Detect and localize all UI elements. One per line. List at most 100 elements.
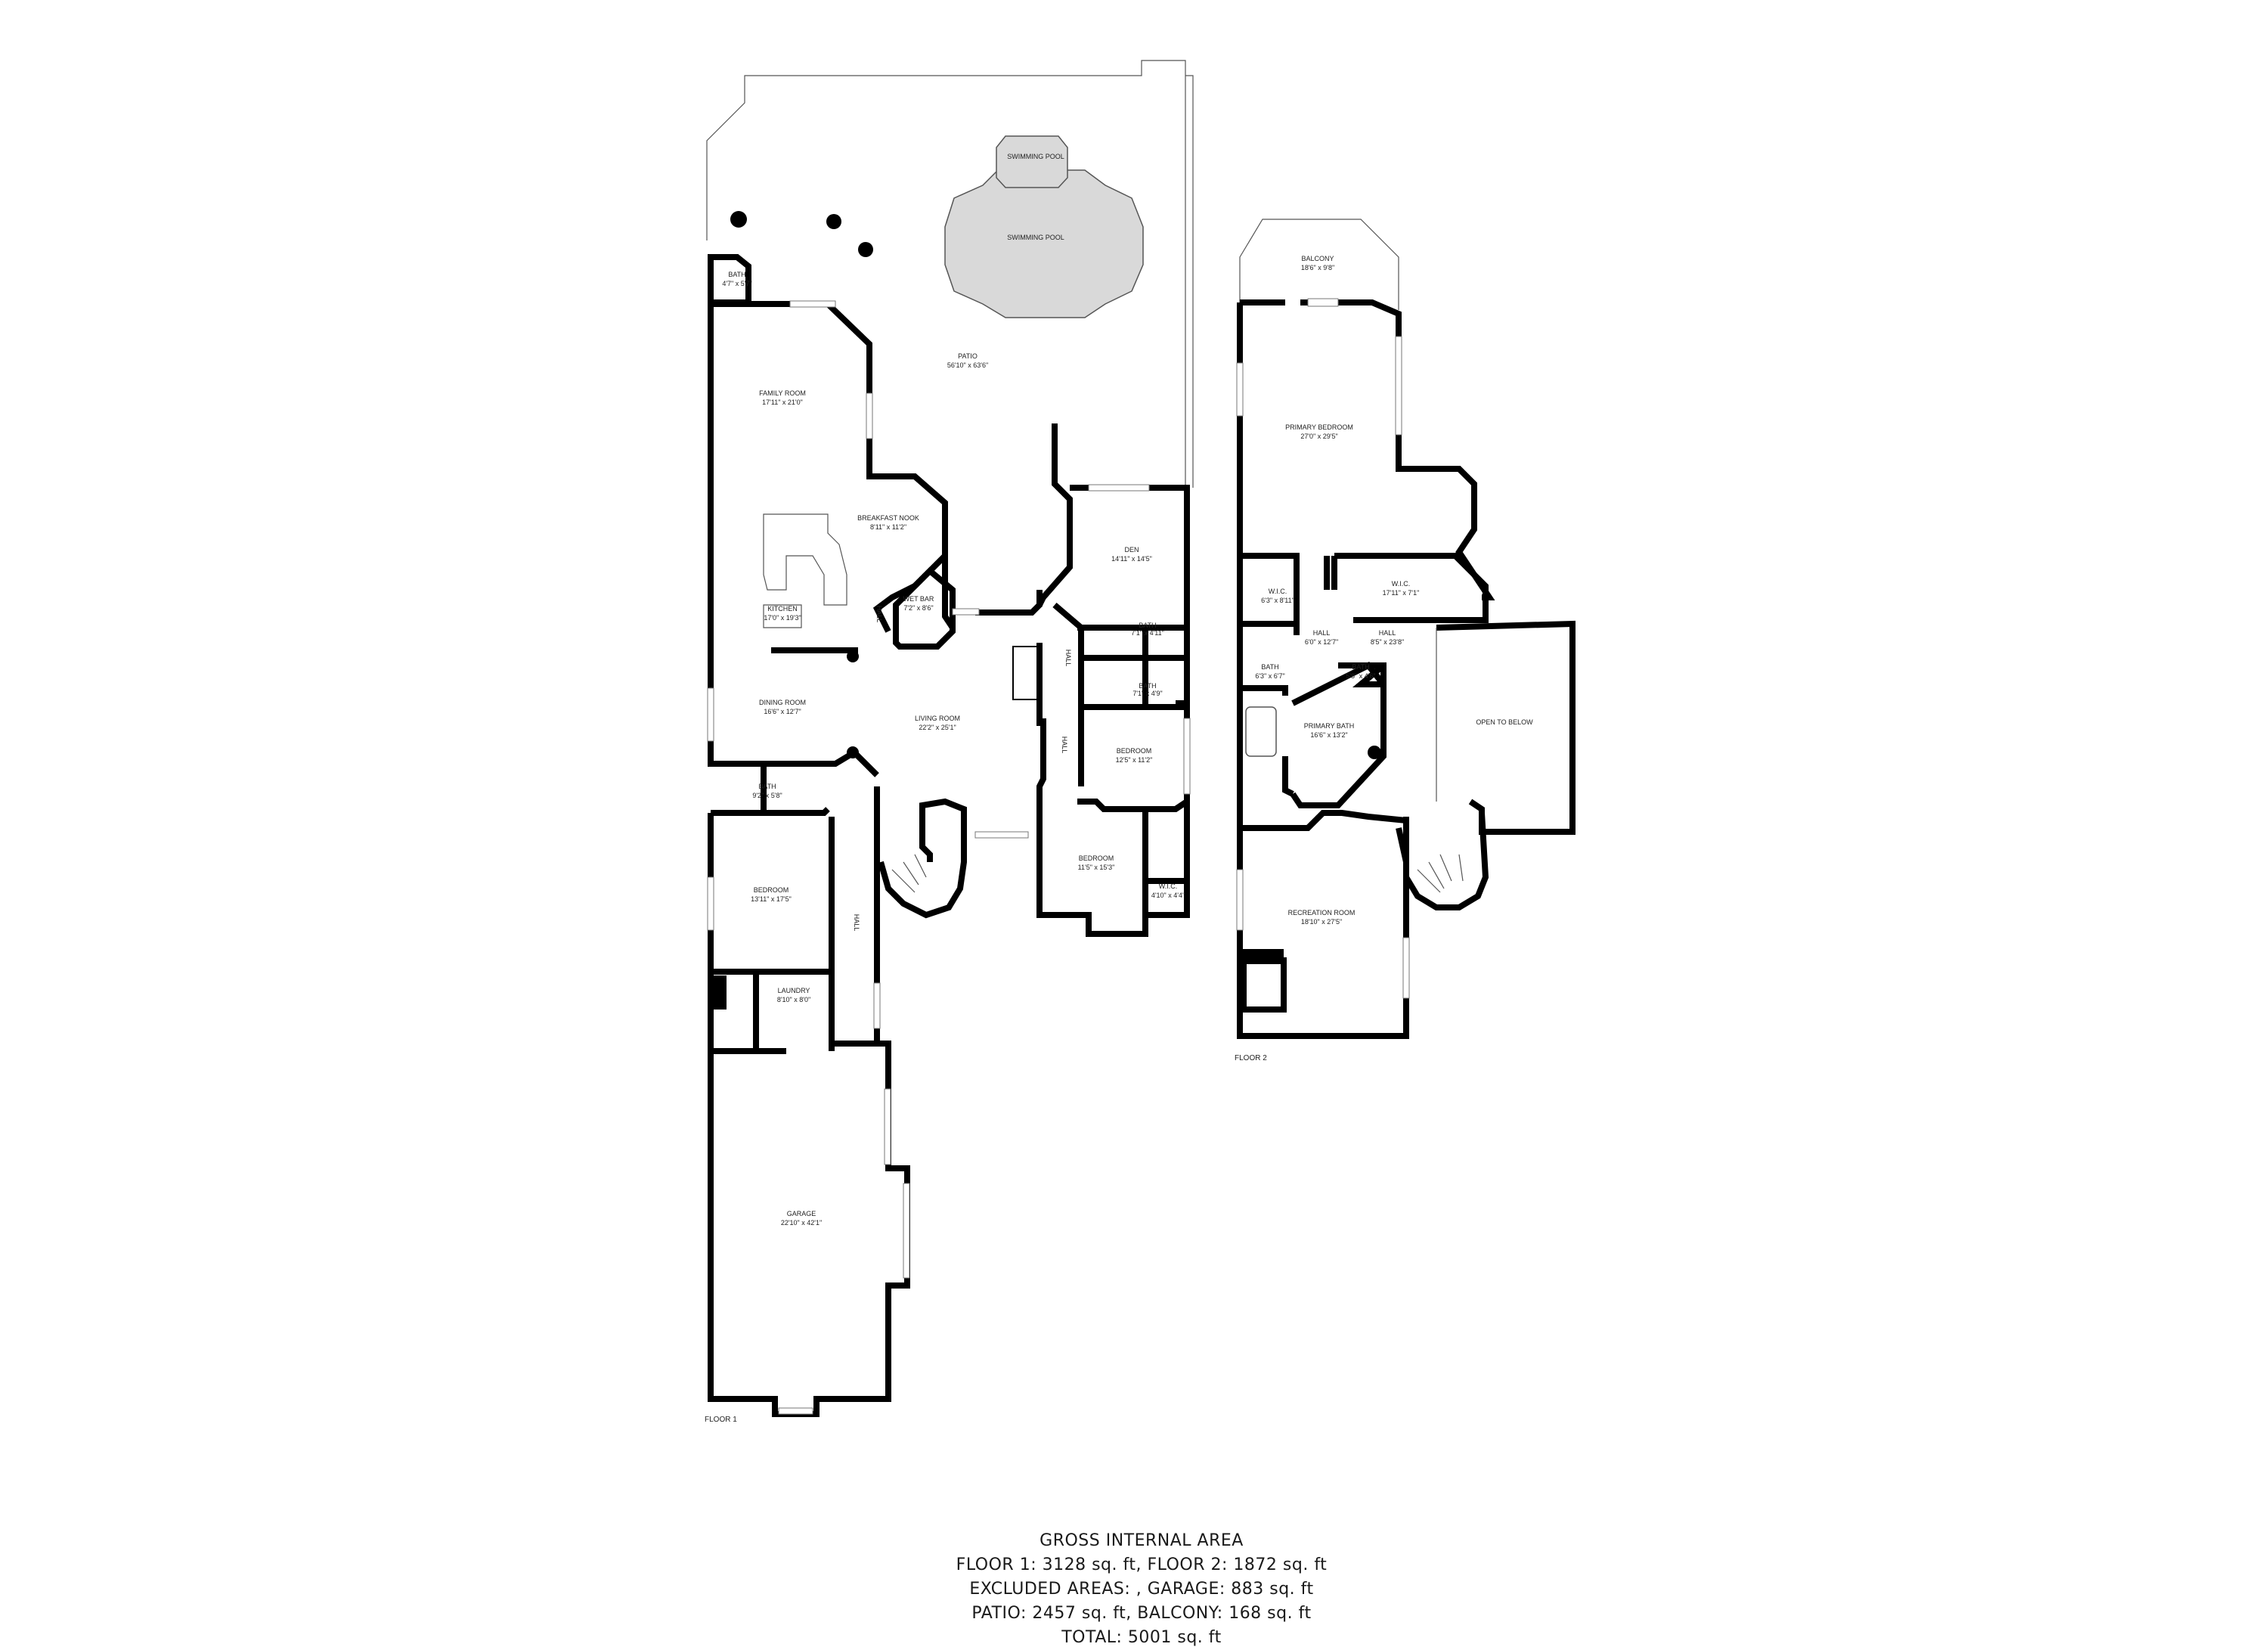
window [789, 300, 836, 308]
room-dims: 6'0" x 12'7" [1305, 638, 1338, 646]
garage-wall [708, 1041, 910, 1417]
room-name: W.I.C. [1269, 588, 1287, 595]
window [1183, 718, 1191, 795]
room-dims: 7'1" x 4'9" [1132, 690, 1162, 697]
room-dims: 27'0" x 29'5" [1300, 433, 1337, 440]
exterior-wall [1036, 423, 1073, 606]
room-name: BEDROOM [1117, 747, 1152, 755]
room-dims: 4'7" x 5'7" [722, 280, 751, 287]
room-name: BREAKFAST NOOK [857, 514, 919, 522]
room-name: BATH [1352, 663, 1369, 671]
spa [996, 135, 1068, 188]
room-name: SWIMMING POOL [1007, 153, 1064, 160]
summary-line: TOTAL: 5001 sq. ft [1061, 1628, 1222, 1647]
room-dims: 4'10" x 4'4" [1151, 892, 1185, 899]
entry-door [778, 1407, 813, 1415]
column [847, 650, 859, 662]
interior-wall [1240, 621, 1300, 696]
room-name: DEN [1124, 546, 1139, 554]
room-name: LAUNDRY [778, 987, 810, 994]
room-name: GARAGE [787, 1210, 816, 1217]
room-name: PRIMARY BATH [1304, 722, 1355, 730]
garage-window [884, 1088, 891, 1165]
room-dims: 11'5" x 15'3" [1078, 864, 1115, 871]
room-dims: 56'10" x 63'6" [947, 361, 988, 369]
room-name: BALCONY [1301, 255, 1334, 262]
interior-wall [711, 748, 879, 777]
interior-wall [1240, 553, 1330, 624]
room-name: BATH [1139, 682, 1156, 690]
room-dims: 17'11" x 21'0" [762, 399, 803, 406]
chimney [1241, 957, 1287, 1013]
floor-1-plan [706, 60, 1194, 1417]
floor-labels: FLOOR 1 FLOOR 2 [705, 1054, 1267, 1424]
swimming-pool [944, 169, 1144, 318]
room-dims: 17'11" x 7'1" [1383, 589, 1420, 597]
room-dims: 6'3" x 8'11" [1261, 597, 1294, 604]
balcony-outline [1239, 219, 1399, 310]
room-name: BEDROOM [1079, 854, 1114, 862]
room-name: HALL [1379, 629, 1396, 637]
room-name: WET BAR [903, 595, 934, 603]
room-name: BEDROOM [754, 886, 789, 894]
open-to-below-wall [1436, 620, 1576, 835]
exterior-wall [708, 302, 767, 767]
column [730, 211, 747, 228]
room-dims: 7'2" x 8'6" [903, 604, 933, 612]
exterior-wall [1070, 485, 1190, 706]
interior-wall [1052, 602, 1187, 786]
room-name: HALL [1313, 629, 1331, 637]
room-name: BATH [1261, 663, 1278, 671]
stair [878, 798, 967, 919]
summary-line: EXCLUDED AREAS: , GARAGE: 883 sq. ft [969, 1580, 1314, 1599]
window [952, 608, 980, 616]
door [1307, 298, 1339, 307]
room-name: LIVING ROOM [915, 715, 960, 722]
interior-wall [1247, 810, 1407, 831]
hall-label: HALL [1064, 650, 1072, 667]
room-labels: SWIMMING POOL SWIMMING POOL PATIO 56'10"… [722, 153, 1533, 1227]
room-dims: 16'6" x 13'2" [1310, 731, 1347, 739]
room-name: RECREATION ROOM [1288, 909, 1356, 916]
window [1236, 869, 1244, 931]
room-name: W.I.C. [1159, 882, 1178, 890]
room-name: OPEN TO BELOW [1476, 718, 1533, 726]
room-name: PATIO [958, 352, 978, 360]
room-dims: 22'10" x 42'1" [781, 1219, 822, 1227]
room-name: BATH [728, 271, 745, 278]
room-dims: 8'5" x 23'8" [1371, 638, 1404, 646]
summary-title: GROSS INTERNAL AREA [1040, 1531, 1244, 1550]
room-name: DINING ROOM [759, 699, 806, 706]
fireplace [1012, 646, 1040, 700]
stair [1403, 812, 1489, 910]
room-dims: 18'10" x 27'5" [1301, 918, 1342, 926]
window [866, 392, 873, 439]
room-dims: 5'8" x 4'6" [1346, 672, 1375, 680]
wet-bar-wall [893, 566, 956, 650]
window [707, 687, 714, 742]
floor-2-label: FLOOR 2 [1235, 1054, 1267, 1062]
hall-label: HALL [853, 914, 860, 932]
room-dims: 8'10" x 8'0" [777, 996, 810, 1003]
room-name: BATH [758, 783, 776, 790]
room-name: FAMILY ROOM [759, 389, 806, 397]
column [858, 242, 873, 257]
interior-wall [1282, 661, 1387, 808]
summary-line: PATIO: 2457 sq. ft, BALCONY: 168 sq. ft [971, 1604, 1312, 1623]
garage-window [903, 1183, 910, 1279]
room-name: PRIMARY BEDROOM [1285, 423, 1353, 431]
window [974, 831, 1029, 839]
floor-2-plan [1236, 219, 1576, 1039]
room-name: BATH [1139, 622, 1156, 629]
hall-label: HALL [1061, 737, 1068, 754]
interior-wall [1077, 799, 1189, 812]
room-dims: 9'2" x 5'8" [752, 792, 782, 799]
exterior-wall [711, 301, 948, 633]
kitchen-island [763, 513, 847, 628]
summary-line: FLOOR 1: 3128 sq. ft, FLOOR 2: 1872 sq. … [956, 1555, 1328, 1574]
window [1395, 336, 1402, 436]
room-dims: 14'11" x 14'5" [1111, 555, 1152, 563]
column [1368, 746, 1381, 759]
column [826, 214, 841, 229]
